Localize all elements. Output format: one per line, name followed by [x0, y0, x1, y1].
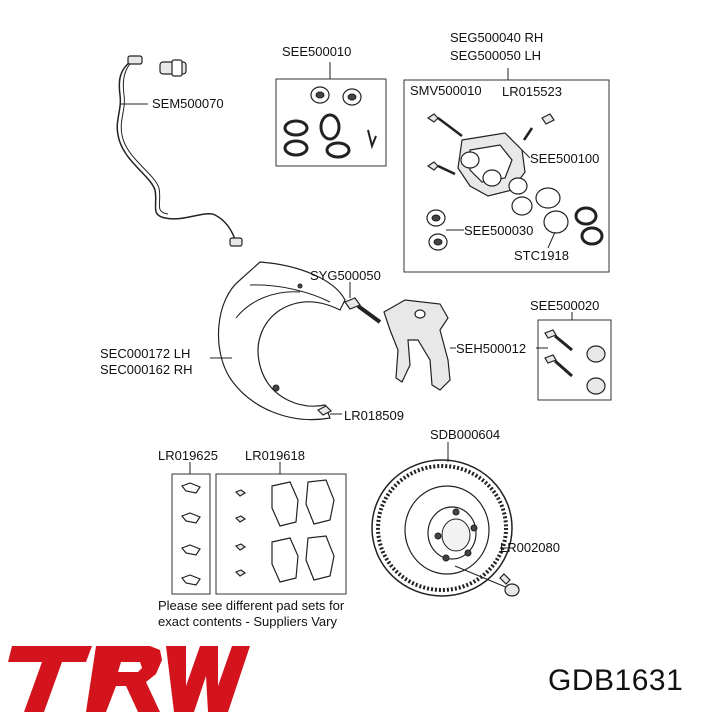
dust-shield-icon — [210, 261, 346, 421]
note-line-1: Please see different pad sets for — [158, 598, 345, 613]
label-lr002080: LR002080 — [500, 540, 560, 555]
label-smv500010: SMV500010 — [410, 83, 482, 98]
label-see500030: SEE500030 — [464, 223, 534, 238]
shield-screw-icon — [316, 405, 342, 416]
caliper-carrier-icon — [383, 299, 548, 391]
label-see500100: SEE500100 — [530, 151, 600, 166]
label-see500020: SEE500020 — [530, 298, 600, 313]
label-lr018509: LR018509 — [344, 408, 404, 423]
label-lr019618: LR019618 — [245, 448, 305, 463]
part-number: GDB1631 — [548, 664, 684, 697]
label-seg500050: SEG500050 LH — [450, 48, 542, 63]
disc-screw-icon — [499, 573, 520, 597]
note-line-2: exact contents - Suppliers Vary — [158, 614, 337, 629]
seal-kit-box — [275, 62, 387, 167]
label-sec000172: SEC000172 LH — [100, 346, 191, 361]
label-see500010: SEE500010 — [282, 44, 352, 59]
guide-pin-kit-box — [537, 312, 612, 401]
label-lr019625: LR019625 — [158, 448, 218, 463]
label-sec000162: SEC000162 RH — [100, 362, 193, 377]
label-sem500070: SEM500070 — [152, 96, 224, 111]
label-syg500050: SYG500050 — [310, 268, 381, 283]
label-seh500012: SEH500012 — [456, 341, 527, 356]
pad-clips-box — [171, 462, 211, 595]
label-stc1918: STC1918 — [514, 248, 569, 263]
label-seg500040: SEG500040 RH — [450, 30, 544, 45]
label-lr015523: LR015523 — [502, 84, 562, 99]
trw-logo — [0, 646, 250, 712]
brake-pad-icon — [215, 462, 347, 595]
caliper-icon — [403, 68, 610, 273]
wear-sensor-icon — [116, 55, 243, 247]
brake-disc-icon — [371, 442, 514, 597]
label-sdb000604: SDB000604 — [430, 427, 501, 442]
caliper-bolt-icon — [344, 282, 382, 324]
